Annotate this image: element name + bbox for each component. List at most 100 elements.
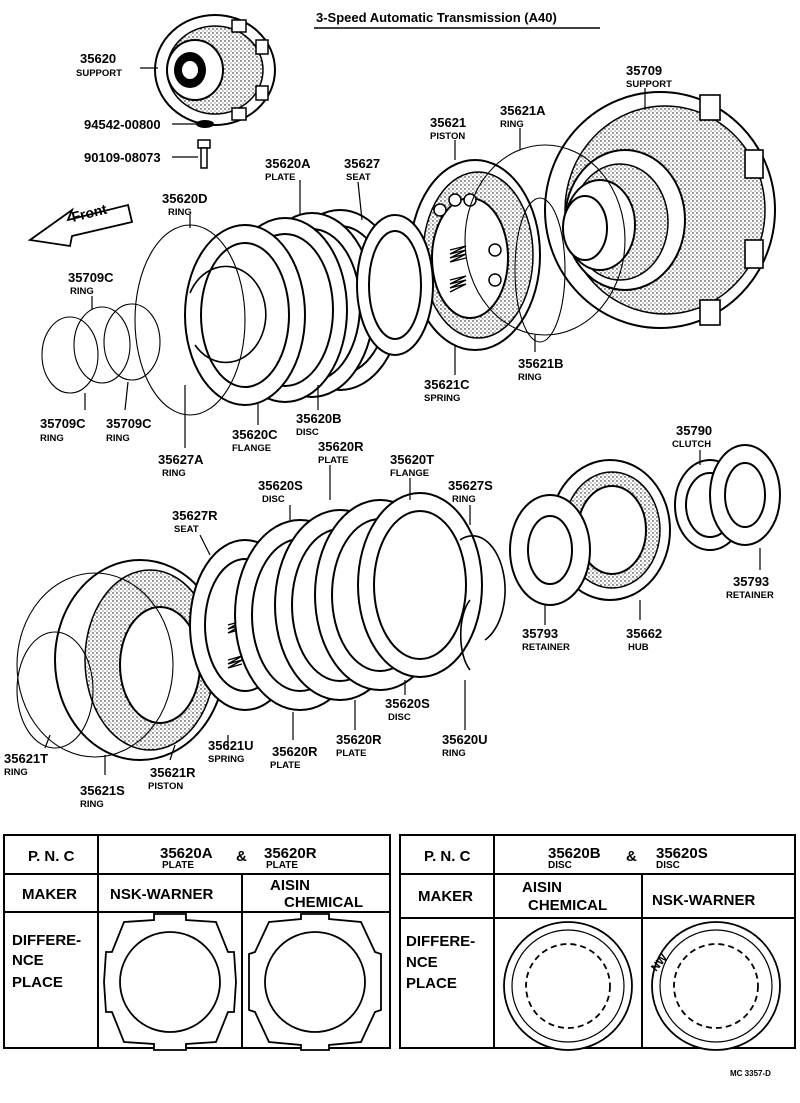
callout-number: 35709C: [68, 270, 114, 285]
maker-label: MAKER: [22, 886, 77, 903]
hub-35662-part: [549, 459, 671, 601]
callout-number: 35620T: [390, 452, 434, 467]
leader-lines: [44, 67, 761, 775]
ring-35621A-part: [464, 144, 626, 336]
callout-plate-35620R-mid: 35620R PLATE: [336, 732, 382, 759]
part-a-name: PLATE: [162, 860, 194, 871]
callout-name: RETAINER: [726, 590, 774, 601]
callout-number: 35793: [522, 626, 558, 641]
callout-retainer-35793-left: 35793 RETAINER: [522, 626, 570, 653]
callout-name: RING: [518, 372, 542, 383]
callout-disc-35620S-top: 35620S DISC: [258, 478, 303, 505]
support-35709-part: [544, 91, 776, 329]
callout-number: 35620: [80, 51, 116, 66]
callout-number: 35621U: [208, 738, 254, 753]
callout-ring-35620D: 35620D RING: [162, 191, 208, 218]
difference-line3: PLACE: [12, 974, 63, 991]
callout-number: 35627S: [448, 478, 493, 493]
maker-a-line1: AISIN: [522, 879, 562, 896]
callout-plate-35620R-low: 35620R PLATE: [270, 744, 318, 771]
callout-number: 35620B: [296, 411, 342, 426]
callout-name: RING: [70, 286, 94, 297]
callout-number: 35620U: [442, 732, 488, 747]
callout-ring-35709C-mid: 35709C RING: [106, 416, 152, 444]
part-b-name: DISC: [656, 860, 680, 871]
amp-symbol: &: [626, 848, 637, 865]
callout-name: PISTON: [430, 131, 465, 142]
callout-number: 35627R: [172, 508, 218, 523]
rings-35709C-part: [41, 303, 161, 394]
callout-number: 35620C: [232, 427, 278, 442]
callout-number: 90109-08073: [84, 150, 161, 165]
part-a-name: DISC: [548, 860, 572, 871]
piston-35621-part: [409, 159, 541, 351]
callout-number: 35620R: [272, 744, 318, 759]
maker-label: MAKER: [418, 888, 473, 905]
callout-plate-35620A: 35620A PLATE: [265, 156, 311, 183]
callout-name: SEAT: [174, 524, 199, 535]
seat-35627-part: [356, 214, 434, 356]
callout-name: RING: [106, 433, 130, 444]
piston-35621R-part: [54, 559, 226, 761]
callout-number: 35621R: [150, 765, 196, 780]
callout-disc-35620S-bottom: 35620S DISC: [385, 696, 430, 723]
callout-number: 35621: [430, 115, 466, 130]
callout-number: 35621B: [518, 356, 564, 371]
callout-disc-35620B: 35620B DISC: [296, 411, 342, 438]
callout-number: 35627: [344, 156, 380, 171]
part-b-name: PLATE: [266, 860, 298, 871]
difference-line3: PLACE: [406, 975, 457, 992]
callout-name: PLATE: [270, 760, 300, 771]
callout-number: 35620S: [385, 696, 430, 711]
callout-piston-35621R: 35621R PISTON: [148, 765, 196, 792]
callout-name: SUPPORT: [76, 68, 122, 79]
callout-94542: 94542-00800: [84, 117, 161, 132]
ring-35620U-part: [459, 599, 471, 671]
callout-number: 35621C: [424, 377, 470, 392]
callout-number: 35620A: [265, 156, 311, 171]
maker-b-line1: AISIN: [270, 877, 310, 894]
callout-number: 35709: [626, 63, 662, 78]
callout-name: SPRING: [424, 393, 460, 404]
callout-ring-35627A: 35627A RING: [158, 452, 204, 479]
ring-35627S-part: [459, 535, 506, 641]
callout-name: RING: [452, 494, 476, 505]
disc-a-shape: [503, 921, 633, 1051]
difference-line2: NCE: [406, 954, 438, 971]
callout-spring-35621C: 35621C SPRING: [424, 377, 470, 404]
callout-flange-35620T: 35620T FLANGE: [390, 452, 434, 479]
maker-a-line2: CHEMICAL: [528, 897, 607, 914]
callout-seat-35627: 35627 SEAT: [344, 156, 380, 183]
plate-a-shape: [103, 913, 237, 1051]
callout-name: HUB: [628, 642, 649, 653]
callout-name: PLATE: [265, 172, 295, 183]
callout-number: 35621S: [80, 783, 125, 798]
flange-35620T-part: [357, 492, 483, 678]
callout-ring-35621A: 35621A RING: [500, 103, 546, 130]
retainer-35793b-part: [709, 444, 781, 546]
callout-name: PLATE: [318, 455, 348, 466]
ring-35621S-part: [16, 572, 174, 758]
difference-line1: DIFFERE-: [12, 932, 81, 949]
pnc-label: P. N. C: [424, 848, 471, 865]
callout-ring-35627S: 35627S RING: [448, 478, 493, 505]
callout-name: RING: [442, 748, 466, 759]
amp-symbol: &: [236, 848, 247, 865]
callout-name: RING: [80, 799, 104, 810]
callout-number: 35709C: [106, 416, 152, 431]
callout-name: FLANGE: [232, 443, 271, 454]
callout-flange-35620C: 35620C FLANGE: [232, 427, 278, 454]
front-arrow: Front: [27, 201, 134, 248]
part-b-number: 35620S: [656, 845, 708, 862]
callout-clutch-35790: 35790 CLUTCH: [672, 423, 712, 450]
support-35620-part: [154, 14, 276, 126]
part-a-number: 35620A: [160, 845, 213, 862]
callout-name: CLUTCH: [672, 439, 711, 450]
ring-35621B-part: [514, 197, 566, 343]
callout-retainer-35793-right: 35793 RETAINER: [726, 574, 774, 601]
comparison-table-plates: P. N. C 35620A PLATE & 35620R PLATE MAKE…: [3, 834, 391, 1051]
callout-name: RING: [168, 207, 192, 218]
maker-a: NSK-WARNER: [110, 886, 213, 903]
